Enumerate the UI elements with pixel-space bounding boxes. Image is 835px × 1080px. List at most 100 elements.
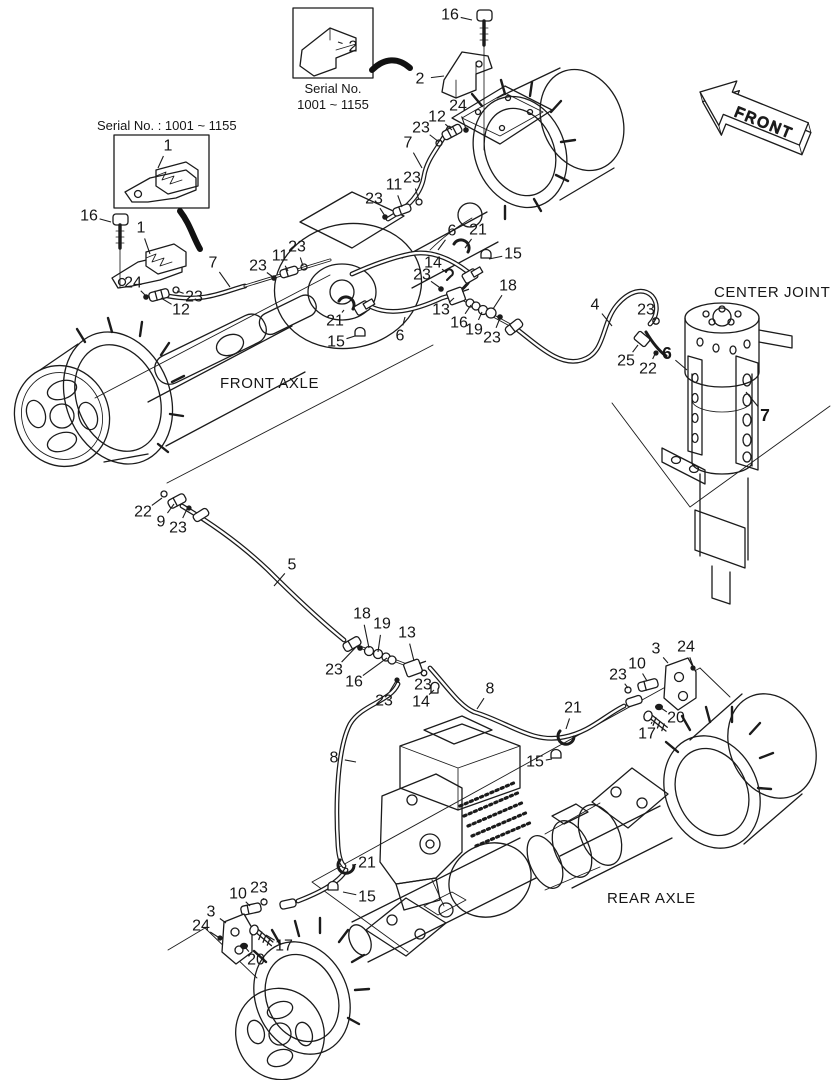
callout-19: 19 <box>465 322 483 339</box>
callout-25: 25 <box>617 353 635 370</box>
callout-23: 23 <box>483 330 501 347</box>
callout-14: 14 <box>424 255 442 272</box>
callout-leader <box>342 891 357 896</box>
callout-2: 2 <box>416 71 425 88</box>
callout-17: 17 <box>638 726 656 743</box>
center-joint-label: CENTER JOINT <box>714 284 830 301</box>
callout-7: 7 <box>760 405 770 425</box>
callout-leader <box>346 335 356 340</box>
text-labels: Serial No. 1001 ~ 1155 Serial No. : 1001… <box>97 81 830 907</box>
callout-23: 23 <box>609 667 627 684</box>
callout-21: 21 <box>564 700 582 717</box>
callout-12: 12 <box>428 109 446 126</box>
rear-axle-illustration <box>235 693 817 1080</box>
callout-21: 21 <box>469 222 487 239</box>
callout-leader <box>652 317 656 321</box>
callout-23: 23 <box>249 258 267 275</box>
callout-leader <box>652 353 656 360</box>
callout-leader <box>745 391 759 407</box>
callout-leader <box>379 207 386 217</box>
center-joint-illustration <box>661 302 793 605</box>
callout-leader <box>209 931 219 938</box>
callout-leader <box>492 294 503 310</box>
callout-19: 19 <box>373 616 391 633</box>
callout-leader <box>660 707 668 713</box>
callout-leader <box>182 508 188 519</box>
callout-23: 23 <box>185 289 203 306</box>
callout-23: 23 <box>288 239 306 256</box>
callout-leader <box>545 758 553 761</box>
callout-leader <box>299 257 304 267</box>
callout-leader <box>601 313 613 327</box>
front-axle-illustration <box>13 67 625 468</box>
callout-6: 6 <box>448 223 457 240</box>
callout-leader <box>402 316 406 326</box>
serial-note-top-line2: 1001 ~ 1155 <box>297 97 369 112</box>
callout-leader <box>351 863 357 866</box>
callout-7: 7 <box>209 255 218 272</box>
callout-leader <box>428 689 435 695</box>
callout-3: 3 <box>652 641 661 658</box>
callout-leader <box>362 657 388 676</box>
callout-leader <box>262 897 265 901</box>
callout-11: 11 <box>272 248 289 265</box>
callout-leader <box>244 946 250 952</box>
fittings-and-hardware <box>143 123 697 965</box>
callout-21: 21 <box>326 313 344 330</box>
callout-8: 8 <box>486 681 495 698</box>
callout-23: 23 <box>414 677 432 694</box>
callout-leader <box>151 497 163 506</box>
callout-leader-lines <box>99 16 759 952</box>
hydraulic-hoses <box>165 125 668 904</box>
callout-leader <box>363 624 370 649</box>
callout-leader <box>176 290 184 294</box>
callout-leader <box>160 297 172 305</box>
callout-23: 23 <box>375 693 393 710</box>
callout-leader <box>344 759 357 763</box>
serial-box-left <box>113 134 210 209</box>
callout-leader <box>409 643 415 662</box>
callout-24: 24 <box>449 98 467 115</box>
callout-15: 15 <box>358 889 376 906</box>
serial-box-top <box>292 7 374 79</box>
callout-4: 4 <box>591 297 600 314</box>
callout-leader <box>441 268 447 273</box>
callout-leader <box>460 16 473 21</box>
callout-leader <box>662 656 669 664</box>
callout-leader <box>650 721 653 725</box>
callout-leader <box>495 317 501 328</box>
callout-21: 21 <box>358 855 376 872</box>
callout-1: 1 <box>137 220 146 237</box>
callout-20: 20 <box>247 952 265 969</box>
callout-leader <box>461 116 467 130</box>
callout-17: 17 <box>275 938 293 955</box>
callout-16: 16 <box>80 208 98 225</box>
callout-5: 5 <box>288 557 297 574</box>
callout-leader <box>397 195 403 208</box>
callout-leader <box>341 309 345 313</box>
callout-8: 8 <box>330 750 339 767</box>
callout-15: 15 <box>327 334 345 351</box>
callout-leader <box>166 503 175 514</box>
callout-leader <box>444 123 453 131</box>
callout-leader <box>675 359 688 371</box>
callout-3: 3 <box>207 904 216 921</box>
callout-leader <box>284 265 289 272</box>
callout-14: 14 <box>412 694 430 711</box>
callout-22: 22 <box>639 361 657 378</box>
callout-leader <box>140 290 146 296</box>
callout-leader <box>624 683 629 689</box>
callout-leader <box>144 238 151 255</box>
callout-23: 23 <box>250 880 268 897</box>
callout-leader <box>99 218 112 223</box>
callout-leader <box>689 657 694 667</box>
callout-13: 13 <box>398 625 416 642</box>
callout-leader <box>341 645 358 663</box>
callout-12: 12 <box>172 302 190 319</box>
callout-leader <box>219 918 227 924</box>
callout-16: 16 <box>345 674 363 691</box>
callout-15: 15 <box>504 246 522 263</box>
callout-1: 1 <box>164 138 173 155</box>
